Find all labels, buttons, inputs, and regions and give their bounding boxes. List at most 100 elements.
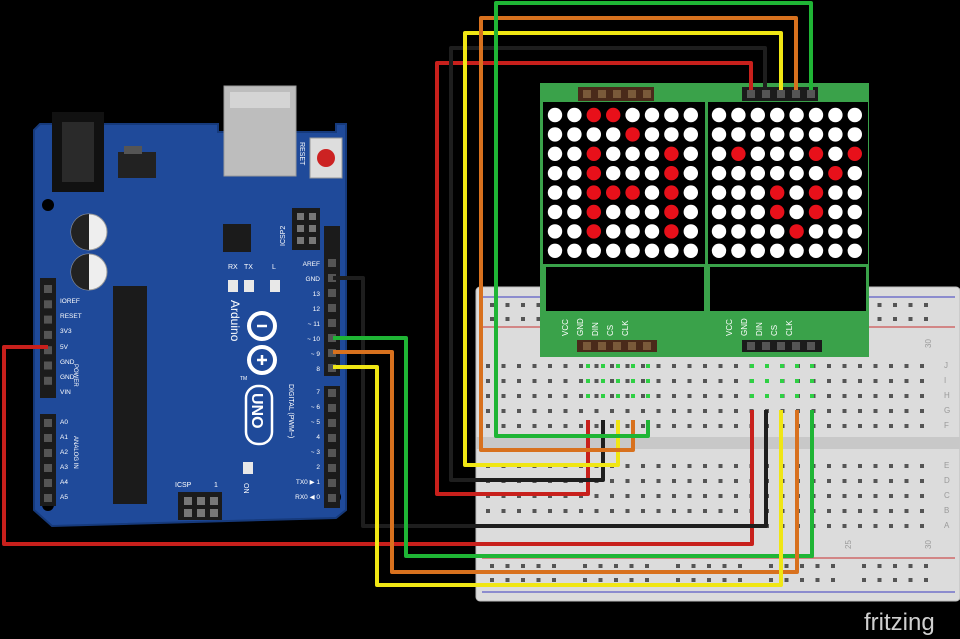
breadboard-hole xyxy=(610,494,614,498)
breadboard-hole xyxy=(501,409,506,413)
pin-label: 12 xyxy=(313,306,321,313)
voltage-regulator xyxy=(118,152,156,178)
header-pin xyxy=(44,330,52,339)
led-off xyxy=(711,224,727,239)
breadboard-hole xyxy=(532,364,537,368)
breadboard-hole xyxy=(594,379,599,383)
breadboard-hole xyxy=(858,409,862,413)
led-off xyxy=(567,127,582,142)
breadboard-hole xyxy=(904,379,909,383)
rail-hole xyxy=(908,564,913,568)
header-pin xyxy=(297,213,304,220)
module-pin-label-gnd: GND xyxy=(740,318,749,336)
breadboard-hole xyxy=(672,424,676,428)
led-off xyxy=(586,127,601,142)
led-off xyxy=(789,127,804,142)
header-pin xyxy=(747,90,755,98)
breadboard-hole xyxy=(532,509,537,513)
led-off xyxy=(808,107,824,123)
led-off xyxy=(847,127,862,142)
breadboard-hole xyxy=(594,394,599,398)
led-off xyxy=(750,166,765,181)
breadboard-hole xyxy=(625,364,630,368)
breadboard-hole xyxy=(548,394,552,398)
breadboard-hole xyxy=(517,379,521,383)
header-pin xyxy=(297,237,304,244)
wire-green-din xyxy=(333,336,814,558)
active-hole xyxy=(765,394,769,398)
led-off xyxy=(606,166,621,181)
module-pin-label-cs: CS xyxy=(770,325,779,336)
active-hole xyxy=(586,394,590,398)
pin-label: ~ 10 xyxy=(307,336,320,343)
fritzing-watermark: fritzing xyxy=(864,609,935,636)
rail-hole xyxy=(924,317,928,321)
header-pin xyxy=(807,342,815,350)
led-off xyxy=(606,204,621,220)
breadboard-hole xyxy=(858,494,862,498)
row-letter: G xyxy=(944,406,950,415)
header-pin xyxy=(44,315,52,324)
breadboard-hole xyxy=(672,494,676,498)
active-hole xyxy=(810,364,814,368)
reset-button[interactable] xyxy=(309,137,343,179)
breadboard-hole xyxy=(842,464,847,468)
breadboard-hole xyxy=(889,524,893,528)
rail-hole xyxy=(738,564,742,568)
breadboard-hole xyxy=(672,364,676,368)
breadboard-hole xyxy=(873,424,878,428)
active-hole xyxy=(765,379,769,383)
breadboard-hole xyxy=(548,379,552,383)
breadboard-hole xyxy=(687,364,692,368)
breadboard-hole xyxy=(641,464,645,468)
rail-hole xyxy=(831,578,835,582)
breadboard-hole xyxy=(718,464,723,468)
breadboard-hole xyxy=(641,424,645,428)
breadboard-hole xyxy=(563,409,568,413)
rx-label: RX xyxy=(228,264,238,271)
rail-hole xyxy=(521,578,525,582)
active-hole xyxy=(795,379,799,383)
pin-label: VIN xyxy=(60,389,71,396)
header-pin xyxy=(643,342,651,350)
breadboard-hole xyxy=(532,394,537,398)
header-pin xyxy=(792,90,800,98)
rx-led xyxy=(228,280,238,292)
breadboard-hole xyxy=(625,424,630,428)
led-off xyxy=(567,243,582,258)
rail-hole xyxy=(924,303,928,307)
breadboard-hole xyxy=(641,494,645,498)
rail-hole xyxy=(800,564,804,568)
led-off xyxy=(750,107,765,123)
led-off xyxy=(711,146,727,161)
active-hole xyxy=(765,364,769,368)
header-pin xyxy=(643,90,651,98)
header-pin xyxy=(613,342,621,350)
breadboard-hole xyxy=(920,379,924,383)
rail-hole xyxy=(831,564,835,568)
analog-header xyxy=(40,414,56,506)
led-off xyxy=(828,224,843,239)
arduino-header-pins xyxy=(44,213,336,517)
digital-pwm-label: DIGITAL (PWM~) xyxy=(287,384,294,438)
header-pin xyxy=(762,342,770,350)
breadboard-hole xyxy=(889,494,893,498)
led-off xyxy=(789,166,804,181)
breadboard-hole xyxy=(687,479,692,483)
rail-hole xyxy=(908,303,913,307)
breadboard-hole xyxy=(827,424,831,428)
header-pin xyxy=(197,509,205,517)
breadboard-hole xyxy=(904,479,909,483)
led-off xyxy=(847,185,862,200)
led-off xyxy=(644,243,660,258)
led-on xyxy=(586,224,601,239)
arduino-brand: Arduino xyxy=(228,300,242,342)
power-jack xyxy=(52,112,104,192)
active-hole xyxy=(795,394,799,398)
led-off xyxy=(625,243,640,258)
breadboard-hole xyxy=(734,424,738,428)
led-off xyxy=(683,127,698,142)
active-hole xyxy=(646,364,650,368)
rail-hole xyxy=(877,317,882,321)
header-pin xyxy=(184,509,192,517)
